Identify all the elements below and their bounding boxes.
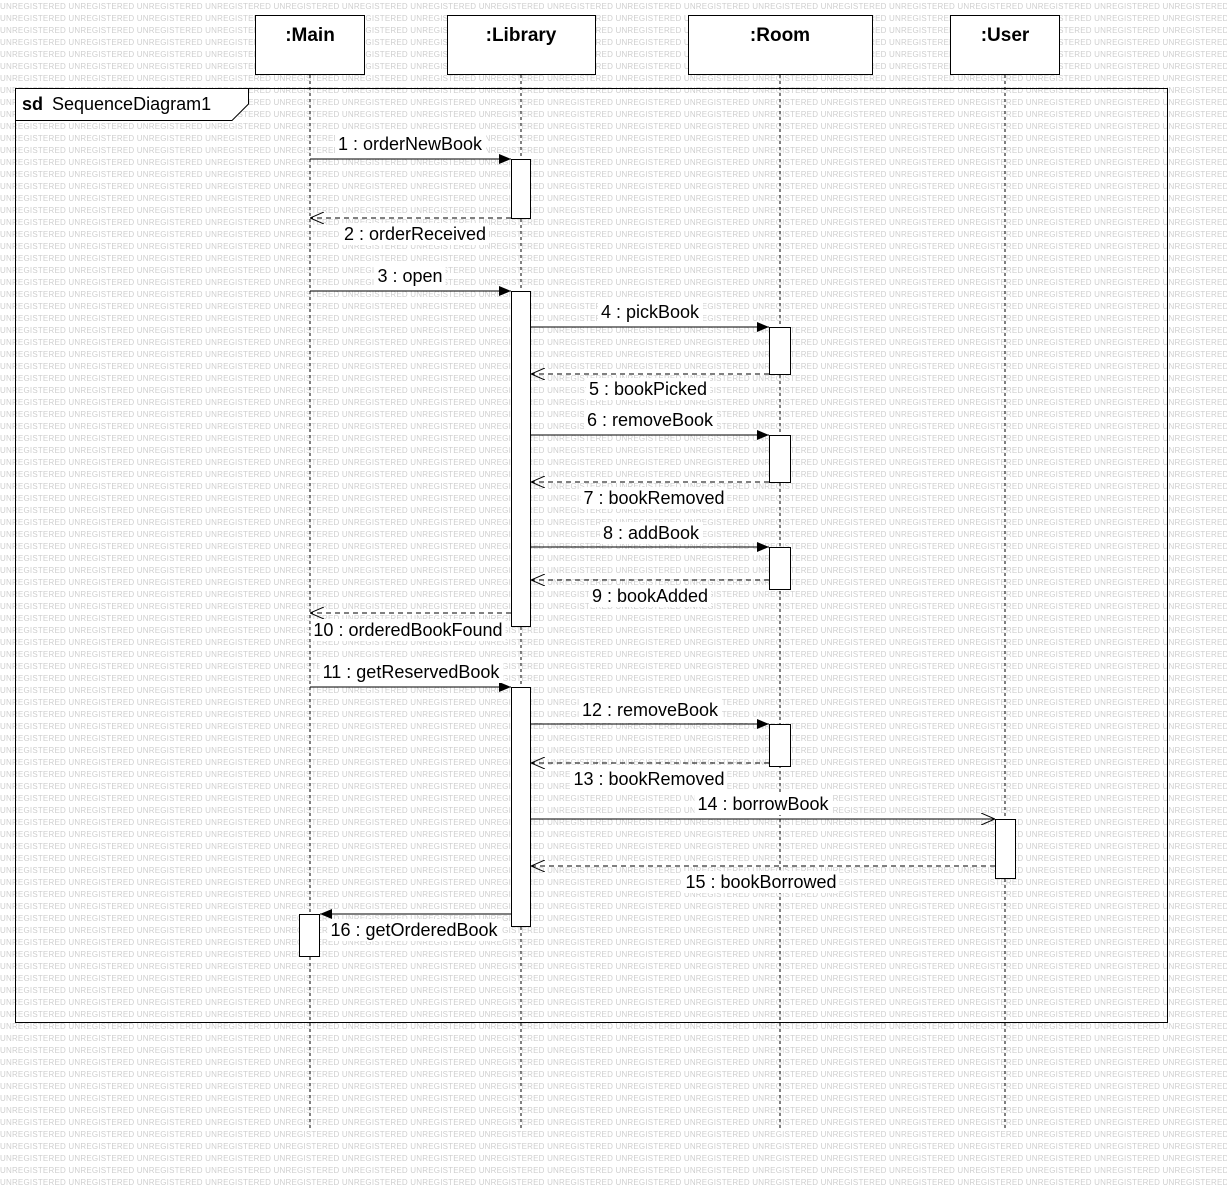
message-16[interactable]: 16 : getOrderedBook xyxy=(320,909,511,941)
message-8[interactable]: 8 : addBook xyxy=(531,522,769,552)
frame-kind: sd xyxy=(22,94,43,114)
label-background xyxy=(319,661,504,683)
lifeline-library-head[interactable] xyxy=(447,15,596,75)
frame-name: SequenceDiagram1 xyxy=(52,94,211,114)
message-12[interactable]: 12 : removeBook xyxy=(531,699,769,729)
label-background xyxy=(682,871,840,893)
message-6-label: 6 : removeBook xyxy=(587,410,714,430)
activation-room-4[interactable] xyxy=(769,724,791,767)
label-background xyxy=(588,585,712,607)
lifeline-main[interactable]: :Main xyxy=(255,15,365,1131)
label-background xyxy=(327,919,502,941)
message-10-label: 10 : orderedBookFound xyxy=(313,620,502,640)
message-12-label: 12 : removeBook xyxy=(582,700,719,720)
message-7[interactable]: 7 : bookRemoved xyxy=(531,482,769,509)
label-background xyxy=(310,619,506,641)
message-13-label: 13 : bookRemoved xyxy=(573,769,724,789)
message-4-label: 4 : pickBook xyxy=(601,302,700,322)
message-16-label: 16 : getOrderedBook xyxy=(330,920,498,940)
message-11[interactable]: 11 : getReservedBook xyxy=(310,661,511,692)
activation-library-2[interactable] xyxy=(511,291,531,627)
label-background xyxy=(334,133,487,155)
lifeline-user[interactable]: :User xyxy=(950,15,1060,1131)
message-10[interactable]: 10 : orderedBookFound xyxy=(310,613,511,641)
message-4[interactable]: 4 : pickBook xyxy=(531,301,769,332)
activation-room-2[interactable] xyxy=(769,435,791,483)
message-1[interactable]: 1 : orderNewBook xyxy=(310,133,511,164)
label-background xyxy=(340,223,490,245)
lifeline-library[interactable]: :Library xyxy=(447,15,596,1131)
messages: 1 : orderNewBook 2 : orderReceived 3 : o… xyxy=(310,133,995,941)
lifeline-room-head[interactable] xyxy=(688,15,873,75)
label-background xyxy=(580,487,728,509)
frame-border xyxy=(15,88,1168,1023)
message-5-label: 5 : bookPicked xyxy=(589,379,707,399)
lifeline-main-label: :Main xyxy=(285,25,335,46)
message-7-label: 7 : bookRemoved xyxy=(583,488,724,508)
frame-tab xyxy=(15,88,249,121)
message-3-label: 3 : open xyxy=(377,266,442,286)
lifeline-user-label: :User xyxy=(981,25,1030,46)
message-2[interactable]: 2 : orderReceived xyxy=(310,218,511,245)
label-background xyxy=(585,378,711,400)
label-background xyxy=(578,699,723,721)
message-13[interactable]: 13 : bookRemoved xyxy=(531,763,769,790)
activation-room-3[interactable] xyxy=(769,547,791,590)
message-6[interactable]: 6 : removeBook xyxy=(531,409,769,440)
lifeline-room-label: :Room xyxy=(750,25,810,46)
message-15-label: 15 : bookBorrowed xyxy=(685,872,836,892)
lifeline-user-head[interactable] xyxy=(950,15,1060,75)
activation-main-1[interactable] xyxy=(299,914,320,957)
message-2-label: 2 : orderReceived xyxy=(344,224,486,244)
message-3[interactable]: 3 : open xyxy=(310,265,511,296)
message-9-label: 9 : bookAdded xyxy=(592,586,708,606)
message-9[interactable]: 9 : bookAdded xyxy=(531,580,769,607)
lifeline-room[interactable]: :Room xyxy=(688,15,873,1131)
activation-library-1[interactable] xyxy=(511,159,531,219)
label-background xyxy=(570,768,728,790)
activation-library-3[interactable] xyxy=(511,687,531,927)
label-background xyxy=(597,301,704,323)
lifeline-library-label: :Library xyxy=(486,25,557,46)
sd-frame: sd SequenceDiagram1 xyxy=(15,88,1168,1023)
activations xyxy=(299,159,1016,957)
activation-room-1[interactable] xyxy=(769,327,791,375)
activation-user-1[interactable] xyxy=(995,819,1016,879)
message-14[interactable]: 14 : borrowBook xyxy=(531,793,995,819)
message-14-label: 14 : borrowBook xyxy=(697,794,829,814)
message-11-label: 11 : getReservedBook xyxy=(323,662,501,682)
message-5[interactable]: 5 : bookPicked xyxy=(531,374,769,400)
message-1-label: 1 : orderNewBook xyxy=(338,134,483,154)
lifeline-main-head[interactable] xyxy=(255,15,365,75)
label-background xyxy=(374,265,446,287)
message-8-label: 8 : addBook xyxy=(603,523,700,543)
label-background xyxy=(694,793,833,815)
label-background xyxy=(599,522,704,544)
message-15[interactable]: 15 : bookBorrowed xyxy=(531,866,995,893)
label-background xyxy=(583,409,718,431)
